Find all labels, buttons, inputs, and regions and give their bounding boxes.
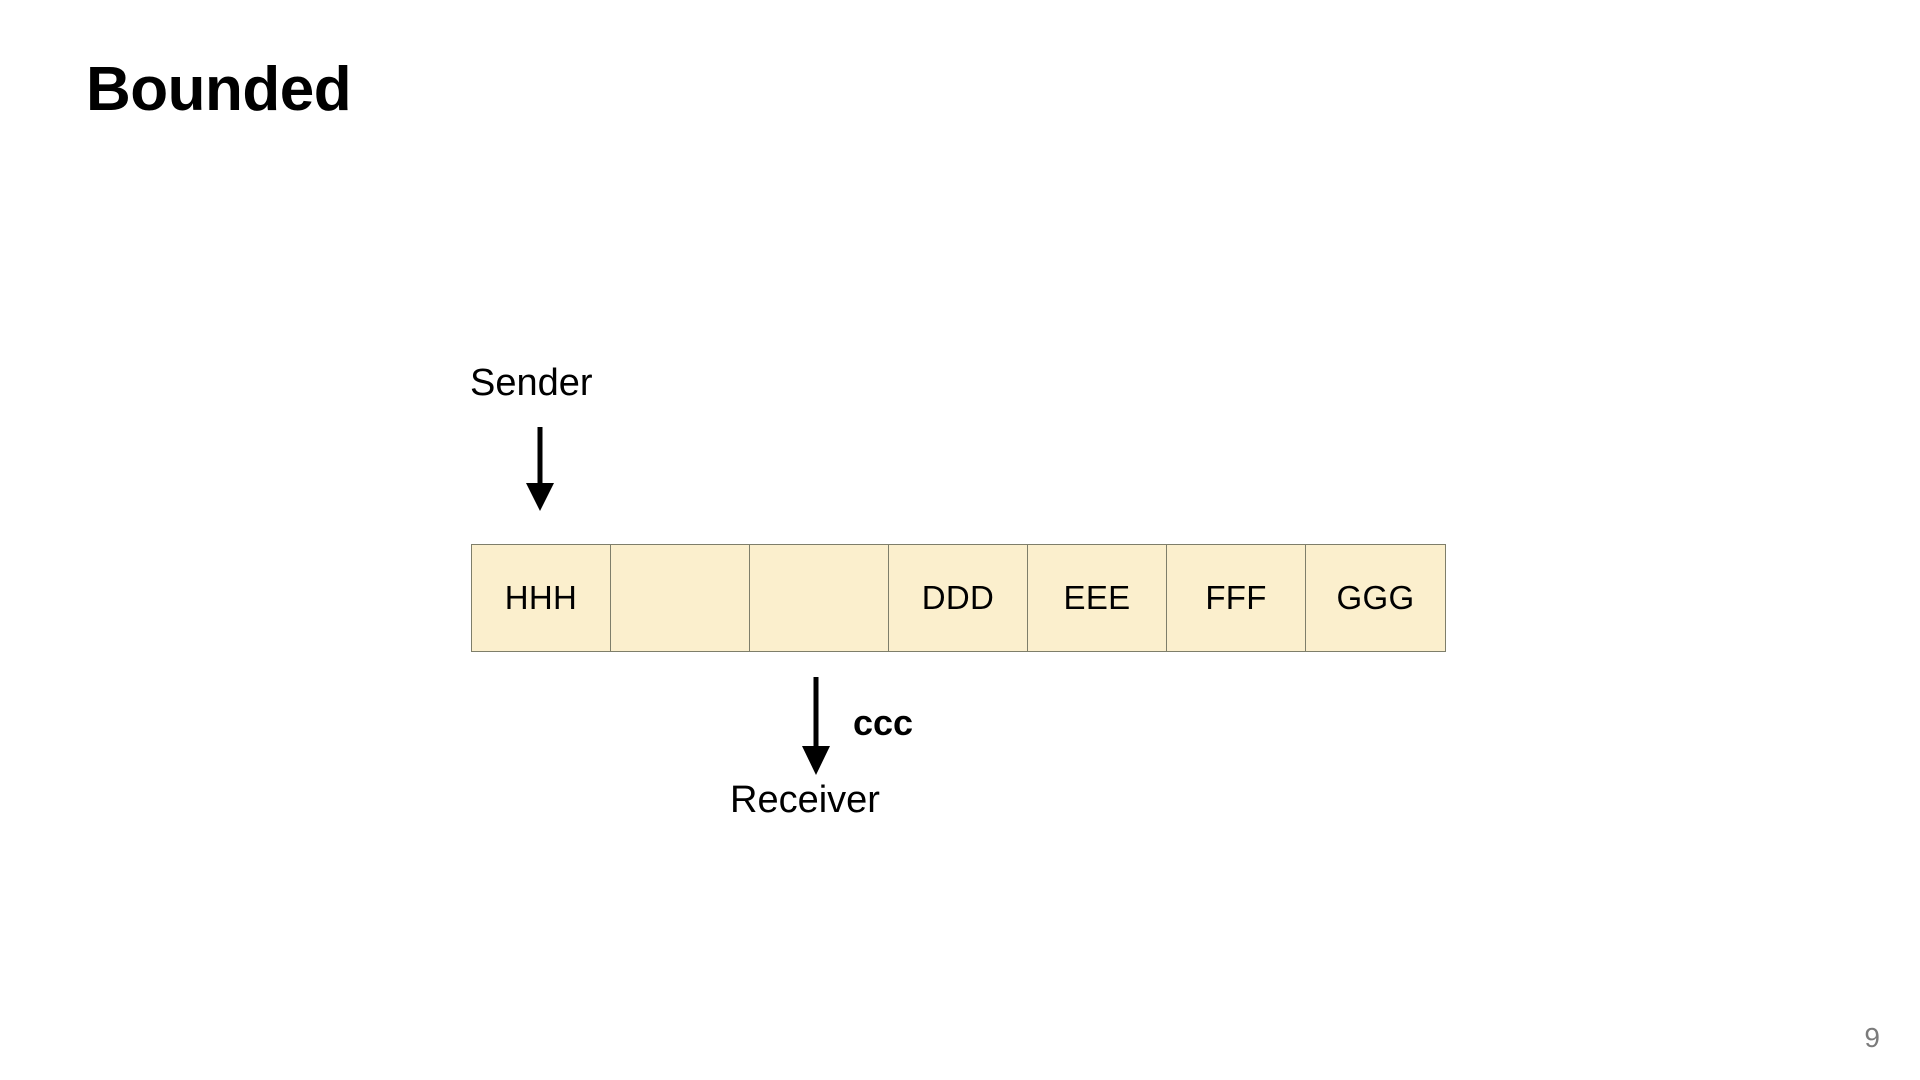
receiver-down-arrow-icon [802, 677, 830, 775]
sender-down-arrow-icon [526, 427, 554, 511]
receiver-label: Receiver [730, 779, 880, 821]
buffer-cell[interactable]: GGG [1306, 545, 1445, 651]
buffer-cell[interactable] [611, 545, 750, 651]
buffer-cell[interactable]: EEE [1028, 545, 1167, 651]
buffer-cell[interactable] [750, 545, 889, 651]
receiver-item-label: ccc [853, 702, 914, 743]
page-number: 9 [1864, 1022, 1880, 1053]
page-title: Bounded [86, 55, 352, 124]
buffer-cell[interactable]: FFF [1167, 545, 1306, 651]
buffer-cell[interactable]: DDD [889, 545, 1028, 651]
buffer-cell[interactable]: HHH [472, 545, 611, 651]
sender-label: Sender [470, 362, 593, 404]
buffer-track: HHH DDD EEE FFF GGG [471, 544, 1446, 652]
